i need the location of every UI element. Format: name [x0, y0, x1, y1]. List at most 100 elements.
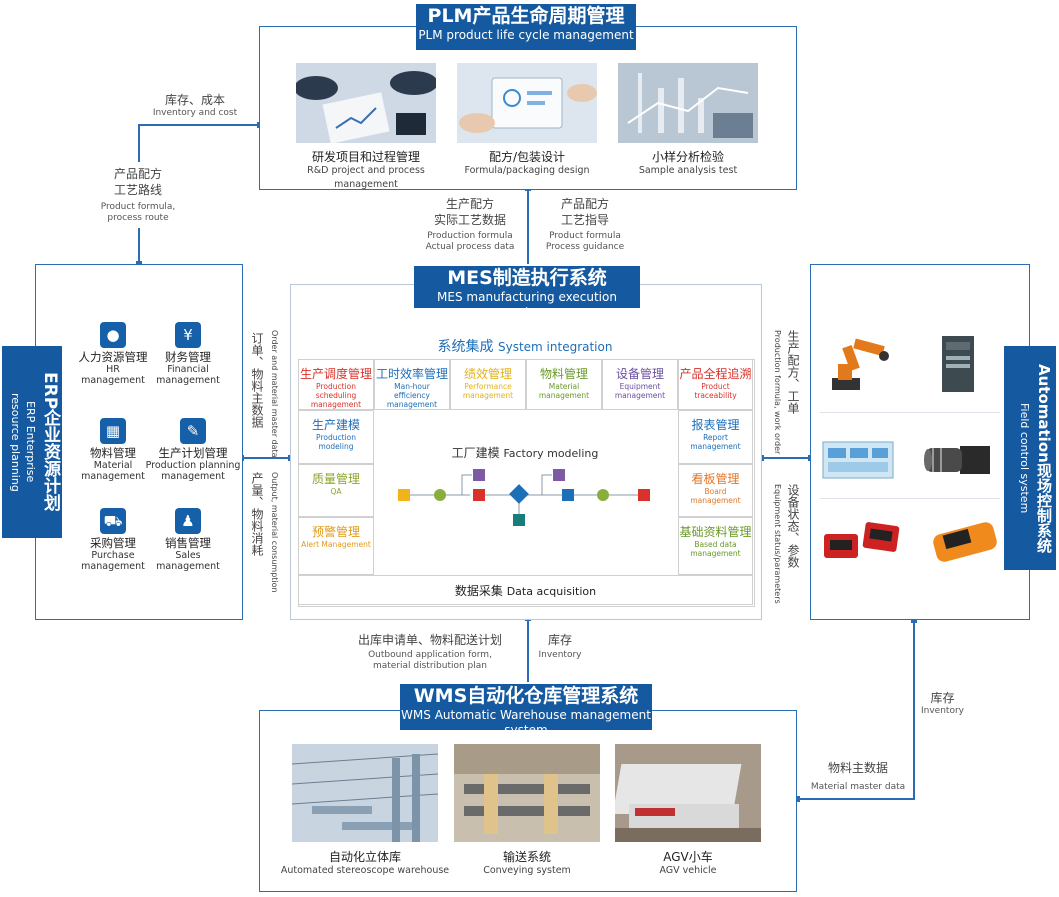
analysis-photo — [618, 63, 758, 143]
mes-module-board-en: Board management — [679, 487, 752, 505]
flow-prod-formula-actual: 生产配方 实际工艺数据 Production formula Actual pr… — [415, 196, 525, 253]
handshake-chart-photo — [296, 63, 436, 143]
flow-output-consumption-en-wrap: Output, material consumption — [265, 472, 284, 612]
mes-module-basedata: 基础资料管理 Based data management — [678, 517, 753, 575]
flow-outbound-zh: 出库申请单、物料配送计划 — [340, 632, 520, 648]
erp-item-finance-en2: management — [143, 375, 233, 386]
flow-node-red-1 — [473, 489, 485, 501]
plm-title-en: PLM product life cycle management — [416, 28, 636, 43]
data-acq-en: Data acquisition — [507, 585, 596, 598]
automation-grid-lines — [820, 412, 1000, 413]
erp-item-sales: ♟ 销售管理 Sales management — [143, 508, 233, 572]
wms-item-3-en: AGV vehicle — [598, 864, 778, 878]
flow-order-master-en: Order and material master data — [270, 330, 279, 458]
mes-module-manhour: 工时效率管理 Man-hour efficiency management — [374, 359, 450, 410]
automation-title-zh: Automation现场控制系统 — [1032, 350, 1056, 566]
mes-module-board: 看板管理 Board management — [678, 464, 753, 517]
factory-modeling-flow — [392, 462, 662, 532]
flow-node-circle-2 — [597, 489, 609, 501]
mes-module-manhour-en: Man-hour efficiency management — [375, 382, 449, 409]
boxes-icon: ▦ — [100, 418, 126, 444]
flow-material-master: 物料主数据 Material master data — [808, 760, 908, 793]
flow-product-formula-en1: Product formula, — [88, 202, 188, 213]
plm-item-1-zh: 研发项目和过程管理 — [276, 150, 456, 164]
cart-icon: ⛟ — [100, 508, 126, 534]
mes-title-en: MES manufacturing execution system — [414, 290, 640, 320]
plm-item-2: 配方/包装设计 Formula/packaging design — [437, 150, 617, 178]
automation-title: Automation现场控制系统 Field control system — [1004, 346, 1056, 570]
wms-title-en: WMS Automatic Warehouse management syste… — [400, 708, 652, 738]
mes-module-material-en: Material management — [527, 382, 601, 400]
flow-product-formula-en2: process route — [88, 213, 188, 224]
erp-item-planning: ✎ 生产计划管理 Production planning management — [143, 418, 243, 482]
flow-product-formula: 产品配方 工艺路线 Product formula, process route — [88, 166, 188, 224]
plm-item-3: 小样分析检验 Sample analysis test — [598, 150, 778, 178]
mes-module-report: 报表管理 Report management — [678, 410, 753, 464]
flow-formula-workorder-zh: 生产配方、工单 — [786, 330, 800, 414]
flow-outbound: 出库申请单、物料配送计划 Outbound application form, … — [340, 632, 520, 672]
mes-module-production-modeling-en: Production modeling — [299, 433, 373, 451]
plm-item-1-en: R&D project and process management — [276, 164, 456, 192]
agv-photo — [615, 744, 761, 842]
erp-title: ERP企业资源计划 ERP Enterprise resource planni… — [2, 346, 62, 538]
mes-module-board-zh: 看板管理 — [679, 465, 752, 487]
mes-module-traceability: 产品全程追溯 Product traceability — [678, 359, 753, 410]
mes-module-equipment-en: Equipment management — [603, 382, 677, 400]
flow-node-blue — [562, 489, 574, 501]
flow-node-end — [638, 489, 650, 501]
flow-output-consumption-en: Output, material consumption — [270, 472, 279, 593]
mes-module-report-zh: 报表管理 — [679, 411, 752, 433]
erp-title-en2: resource planning — [8, 350, 23, 534]
flow-prod-formula-actual-zh2: 实际工艺数据 — [415, 212, 525, 228]
edit-icon: ✎ — [180, 418, 206, 444]
warehouse-photo — [292, 744, 438, 842]
mes-module-alert-en: Alert Management — [299, 540, 373, 549]
flow-product-formula-zh1: 产品配方 — [88, 166, 188, 182]
flow-inventory-mes-en: Inventory — [535, 650, 585, 661]
wms-item-1: 自动化立体库 Automated stereoscope warehouse — [275, 850, 455, 878]
plm-item-2-zh: 配方/包装设计 — [437, 150, 617, 164]
flow-prod-formula-guidance-en2: Process guidance — [535, 242, 635, 253]
factory-modeling-label: 工厂建模 Factory modeling — [400, 444, 650, 461]
flow-inventory-mes: 库存 Inventory — [535, 632, 585, 661]
erp-item-finance-en1: Financial — [143, 364, 233, 375]
flow-outbound-en2: material distribution plan — [340, 661, 520, 672]
flow-inventory-mes-zh: 库存 — [535, 632, 585, 648]
wms-title: WMS自动化仓库管理系统 WMS Automatic Warehouse man… — [400, 684, 652, 730]
mes-module-performance-zh: 绩效管理 — [451, 360, 525, 382]
flow-node-purple-2 — [553, 469, 565, 481]
flow-inventory-cost: 库存、成本 Inventory and cost — [140, 92, 250, 119]
erp-item-finance-zh: 财务管理 — [143, 350, 233, 364]
flow-node-diamond — [509, 484, 529, 504]
wms-item-1-en: Automated stereoscope warehouse — [275, 864, 455, 878]
robot-arm-icon — [828, 334, 892, 394]
flow-formula-workorder-en: Production formula, work order — [773, 330, 782, 454]
flow-prod-formula-actual-en2: Actual process data — [415, 242, 525, 253]
flow-inventory-right: 库存 Inventory — [915, 690, 970, 717]
mes-title-zh: MES制造执行系统 — [414, 266, 640, 290]
mes-module-scheduling-zh: 生产调度管理 — [299, 360, 373, 382]
flow-prod-formula-guidance-zh1: 产品配方 — [535, 196, 635, 212]
mes-title: MES制造执行系统 MES manufacturing execution sy… — [414, 266, 640, 308]
plm-item-3-zh: 小样分析检验 — [598, 150, 778, 164]
mes-module-performance: 绩效管理 Performance management — [450, 359, 526, 410]
flow-inventory-cost-zh: 库存、成本 — [140, 92, 250, 108]
flow-equipment-status-en: Equipment status/parameters — [773, 484, 782, 604]
mes-module-alert: 预警管理 Alert Management — [298, 517, 374, 575]
rfid-reader-icon — [822, 518, 902, 562]
flow-node-circle-1 — [434, 489, 446, 501]
flow-prod-formula-guidance-zh2: 工艺指导 — [535, 212, 635, 228]
erp-item-planning-en1: Production planning — [143, 460, 243, 471]
flow-prod-formula-actual-zh1: 生产配方 — [415, 196, 525, 212]
erp-title-zh: ERP企业资源计划 — [38, 350, 62, 534]
mes-module-equipment-zh: 设备管理 — [603, 360, 677, 382]
automation-title-en: Field control system — [1017, 350, 1032, 566]
plm-title-zh: PLM产品生命周期管理 — [416, 4, 636, 28]
mes-module-equipment: 设备管理 Equipment management — [602, 359, 678, 410]
mes-module-alert-zh: 预警管理 — [299, 518, 373, 540]
flow-material-master-zh: 物料主数据 — [808, 760, 908, 776]
wms-item-2-zh: 输送系统 — [437, 850, 617, 864]
flow-inventory-cost-en: Inventory and cost — [140, 108, 250, 119]
salesperson-icon: ♟ — [175, 508, 201, 534]
conveyor-photo — [454, 744, 600, 842]
